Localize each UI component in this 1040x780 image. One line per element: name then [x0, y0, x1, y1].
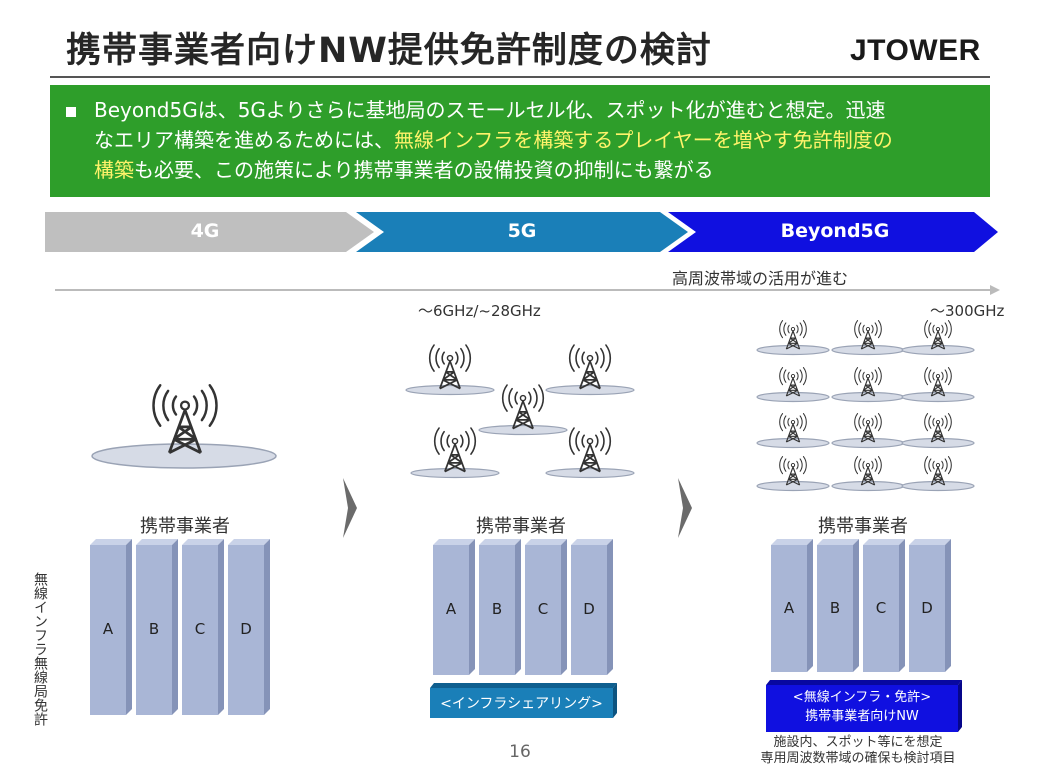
operator-bar-label: C	[875, 598, 887, 617]
operator-bar	[90, 539, 132, 715]
bottom-note-1: 施設内、スポット等にを想定	[773, 735, 943, 750]
timeline-arrow-4g	[45, 212, 374, 252]
operator-bar	[571, 539, 613, 675]
operator-bar-label: A	[102, 620, 114, 638]
micro-cell-tower-icon	[831, 319, 905, 356]
operator-bar-label: D	[921, 598, 933, 617]
operator-bar	[863, 539, 905, 672]
banner-line-3: 構築も必要、この施策により携帯事業者の設備投資の抑制にも繋がる	[94, 158, 714, 182]
operator-bar-label: A	[445, 600, 457, 618]
infra-sharing-box	[430, 683, 617, 718]
operator-bar-label: B	[491, 600, 503, 618]
operator-bar	[136, 539, 178, 715]
title-divider	[50, 76, 990, 78]
timeline-arrow-5g	[356, 212, 688, 252]
operator-label-5g: 携帯事業者	[476, 516, 566, 537]
small-cell-tower-icon	[478, 384, 568, 436]
operator-bar	[479, 539, 521, 675]
dense-cell-towers-beyond5g	[756, 319, 975, 492]
operator-bar	[817, 539, 859, 672]
infra-sharing-label: <インフラシェアリング>	[440, 696, 603, 712]
operator-nw-box	[766, 680, 962, 732]
bottom-note: 施設内、スポット等にを想定 専用周波数帯域の確保も検討項目	[742, 735, 974, 767]
small-cell-tower-icon	[545, 344, 635, 396]
high-frequency-caption: 高周波帯域の活用が進む	[672, 269, 849, 288]
operator-label-beyond5g: 携帯事業者	[818, 516, 908, 537]
timeline-arrow-beyond5g	[668, 212, 998, 252]
bottom-note-2: 専用周波数帯域の確保も検討項目	[760, 751, 956, 766]
frequency-5g-label: ～6GHz/~28GHz	[418, 302, 541, 320]
small-cell-tower-icon	[545, 427, 635, 479]
micro-cell-tower-icon	[901, 412, 975, 449]
high-frequency-arrow	[55, 285, 1000, 295]
operator-bar	[182, 539, 224, 715]
operator-bar-label: D	[583, 600, 595, 618]
operator-bar	[909, 539, 951, 672]
step-chevron-icon-2	[678, 478, 692, 538]
page-title: 携帯事業者向けNW提供免許制度の検討	[66, 31, 712, 71]
banner-line-2: なエリア構築を進めるためには、無線インフラを構築するプレイヤーを増やす免許制度の	[94, 128, 893, 152]
micro-cell-tower-icon	[831, 455, 905, 492]
micro-cell-tower-icon	[831, 366, 905, 403]
operator-nw-label-1: <無線インフラ・免許>	[792, 690, 932, 705]
micro-cell-tower-icon	[901, 319, 975, 356]
stage-label-4g: 4G	[190, 220, 220, 242]
micro-cell-tower-icon	[901, 455, 975, 492]
operator-bar	[433, 539, 475, 675]
banner-line-1: Beyond5Gは、5Gよりさらに基地局のスモールセル化、スポット化が進むと想定…	[94, 98, 886, 122]
side-label: 無線インフラ無線局免許	[32, 572, 48, 726]
operator-bar	[525, 539, 567, 675]
micro-cell-tower-icon	[756, 366, 830, 403]
micro-cell-tower-icon	[756, 455, 830, 492]
operator-nw-label: <無線インフラ・免許> 携帯事業者向けNW	[766, 688, 958, 726]
page-number: 16	[509, 742, 531, 762]
operator-bar-label: B	[148, 620, 160, 638]
company-logo: JTOWER	[850, 34, 981, 67]
operator-label-4g: 携帯事業者	[140, 516, 230, 537]
operator-bar-label: C	[194, 620, 206, 638]
operator-bar	[771, 539, 813, 672]
operator-nw-label-2: 携帯事業者向けNW	[805, 709, 919, 724]
frequency-beyond-label: ～300GHz	[930, 302, 1005, 320]
bullet-icon	[66, 107, 76, 117]
micro-cell-tower-icon	[831, 412, 905, 449]
small-cell-towers-5g	[405, 344, 635, 479]
step-chevron-icon	[343, 478, 357, 538]
operator-bar-label: D	[240, 620, 252, 638]
banner-highlight-1: 無線インフラを構築するプレイヤーを増やす免許制度の	[394, 128, 893, 152]
stage-label-5g: 5G	[507, 220, 537, 242]
summary-banner: Beyond5Gは、5Gよりさらに基地局のスモールセル化、スポット化が進むと想定…	[50, 85, 990, 197]
micro-cell-tower-icon	[901, 366, 975, 403]
small-cell-tower-icon	[405, 344, 495, 396]
operator-bar-label: A	[783, 598, 795, 617]
operator-bar	[228, 539, 270, 715]
micro-cell-tower-icon	[756, 319, 830, 356]
macro-cell-tower-icon	[91, 383, 277, 469]
operator-bar-label: B	[829, 598, 841, 617]
small-cell-tower-icon	[410, 427, 500, 479]
stage-label-beyond5g: Beyond5G	[780, 220, 890, 242]
operator-bar-label: C	[537, 600, 549, 618]
micro-cell-tower-icon	[756, 412, 830, 449]
banner-highlight-2: 構築	[94, 158, 134, 182]
